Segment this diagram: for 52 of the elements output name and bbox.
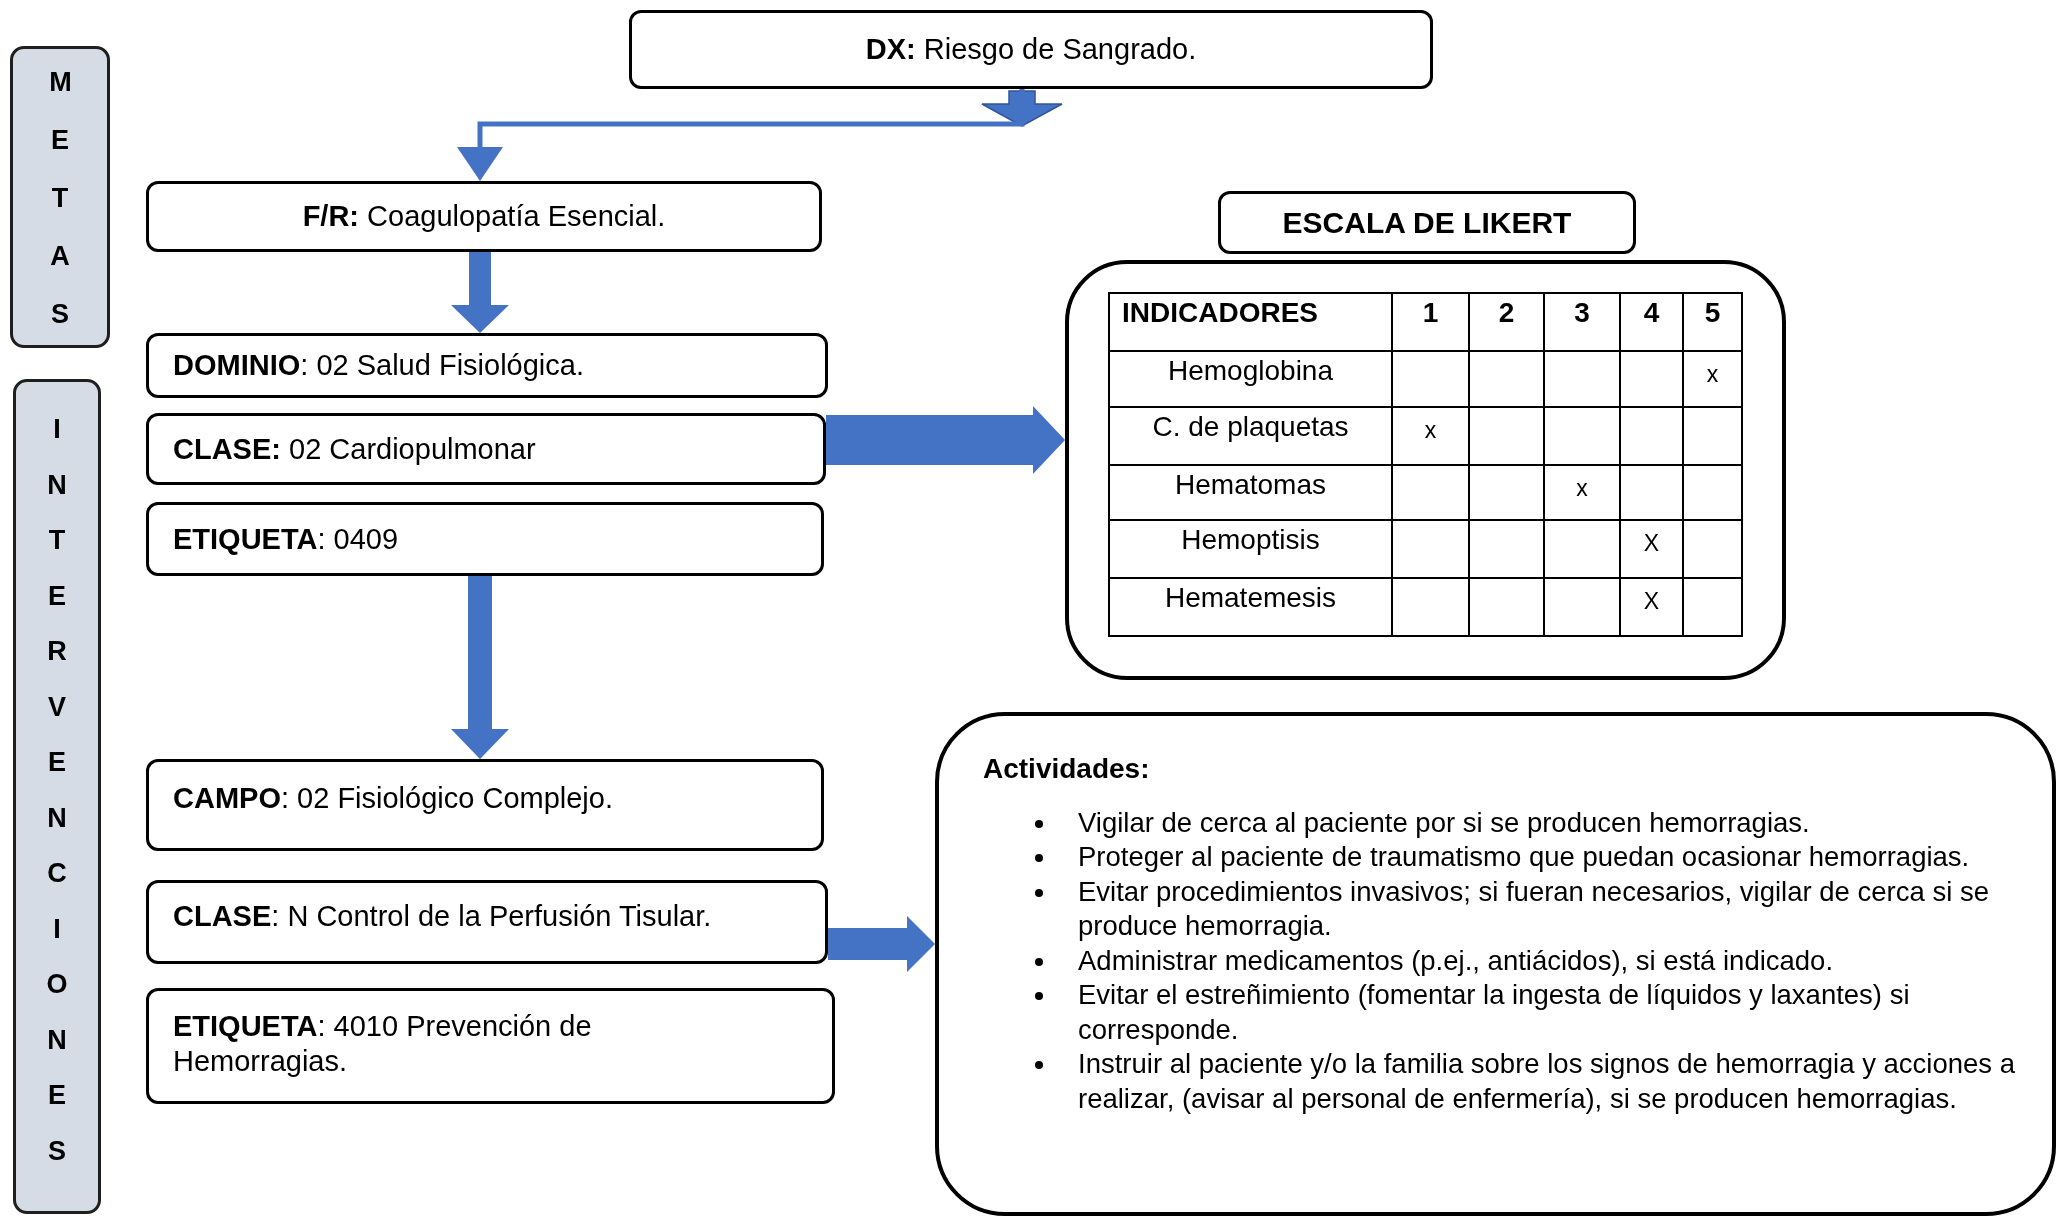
box-text: CLASE: 02 Cardiopulmonar (173, 431, 536, 467)
title-text: ESCALA DE LIKERT (1282, 204, 1572, 241)
label-box (146, 333, 828, 398)
block-arrow (826, 406, 1065, 474)
bullet-item: Proteger al paciente de traumatismo que puedan ocasionar hemorragias. (983, 840, 2023, 875)
label-box (146, 759, 824, 851)
rounded-panel (1065, 260, 1786, 680)
vertical-label: METAS (49, 66, 71, 331)
column-header: INDICADORES (1122, 298, 1318, 329)
bullet-item: Administrar medicamentos (p.ej., antiácidos), si está indicado. (983, 943, 2023, 979)
title-box (1218, 191, 1636, 254)
label-box (146, 988, 835, 1104)
indicator-name: C. de plaquetas (1152, 412, 1349, 443)
column-header: 4 (1643, 298, 1660, 329)
vertical-band (13, 379, 101, 1214)
rating-mark: x (1706, 360, 1719, 388)
block-arrow (828, 916, 935, 972)
bullet-item: Instruir al paciente y/o la familia sobre los signos de hemorragia y acciones a realizar, (avisar al personal de enfermería), si se producen hemorragias. (983, 1047, 2023, 1117)
box-text: F/R: Coagulopatía Esencial. (302, 199, 666, 234)
column-header: 5 (1704, 298, 1721, 329)
rating-mark: X (1643, 529, 1660, 557)
indicator-name: Hemoptisis (1181, 525, 1320, 556)
indicator-name: Hemoglobina (1168, 356, 1333, 387)
indicator-name: Hematemesis (1164, 583, 1337, 614)
rating-mark: x (1576, 474, 1588, 502)
rating-mark: x (1424, 416, 1437, 444)
activities-box (935, 712, 2056, 1216)
column-header: 1 (1422, 298, 1439, 329)
section-heading: Actividades: (983, 752, 1151, 786)
label-box (146, 413, 826, 485)
label-box (146, 880, 828, 964)
block-arrow (457, 89, 1025, 181)
bullet-item: Evitar el estreñimiento (fomentar la ingesta de líquidos y laxantes) si corresponde. (983, 978, 2023, 1048)
vertical-label: INTERVENCIONES (46, 413, 68, 1168)
label-box (146, 502, 824, 576)
bullet-item: Vigilar de cerca al paciente por si se producen hemorragias. (983, 805, 2023, 841)
label-box (629, 10, 1433, 89)
box-text: ETIQUETA: 4010 Prevención de Hemorragias. (173, 1009, 593, 1079)
rating-mark: X (1643, 587, 1660, 615)
block-arrow (451, 576, 509, 759)
box-text: ETIQUETA: 0409 (173, 521, 399, 557)
column-header: 2 (1498, 298, 1515, 329)
indicator-name: Hematomas (1175, 470, 1326, 501)
vertical-band (10, 46, 110, 348)
bullet-item: Evitar procedimientos invasivos; si fueran necesarios, vigilar de cerca si se produce hemorragia. (983, 874, 2023, 944)
label-box (146, 181, 822, 252)
box-text: CAMPO: 02 Fisiológico Complejo. (173, 781, 613, 816)
box-text: DOMINIO: 02 Salud Fisiológica. (173, 348, 584, 383)
column-header: 3 (1574, 298, 1590, 329)
box-text: CLASE: N Control de la Perfusión Tisular. (173, 899, 712, 934)
box-text: DX: Riesgo de Sangrado. (865, 32, 1197, 67)
block-arrow (451, 252, 509, 333)
